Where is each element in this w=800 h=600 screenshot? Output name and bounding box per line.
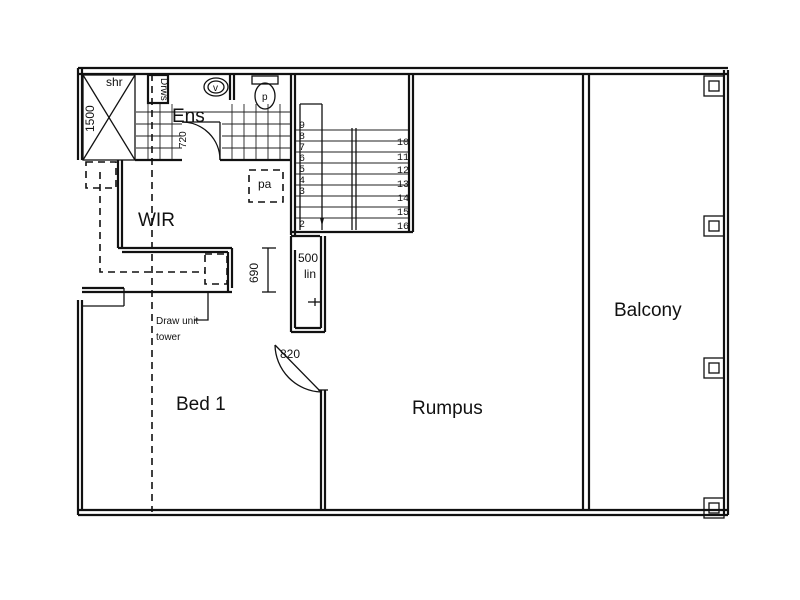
stair-number: 7 [299, 143, 305, 154]
outer-walls [76, 66, 730, 517]
linen-cupboard [289, 236, 327, 334]
dim-shower: 1500 [83, 105, 97, 132]
wir-dimension [262, 247, 276, 293]
note-lin: lin [304, 267, 316, 281]
stair-number: 8 [299, 132, 305, 143]
stair-number: 4 [299, 176, 305, 187]
room-label-rumpus: Rumpus [412, 398, 483, 419]
dim-wir: 690 [247, 263, 261, 283]
label-vanity: v [213, 83, 218, 94]
stair-number: 3 [299, 187, 305, 198]
ensuite-tiles [136, 104, 290, 159]
stair-walls [289, 74, 415, 238]
bed-rumpus-wall [318, 389, 328, 510]
stair-number: 12 [397, 166, 409, 177]
label-toilet: p [262, 92, 268, 103]
stair-number: 16 [397, 222, 409, 233]
wir-walls [82, 160, 234, 307]
label-pantry: pa [258, 177, 272, 191]
dim-bed-door: 820 [280, 347, 300, 361]
room-label-balcony: Balcony [614, 300, 682, 321]
stair-number: 14 [397, 194, 409, 205]
dim-ens-door: 720 [178, 131, 189, 148]
stair-number: 9 [299, 121, 305, 132]
stair-treads [296, 103, 408, 230]
balcony-posts [703, 75, 725, 519]
pantry-box [248, 169, 284, 203]
stair-number: 10 [397, 138, 409, 149]
stair-number: 6 [299, 154, 305, 165]
stair-number: 15 [397, 208, 409, 219]
dim-lin: 500 [298, 251, 318, 265]
room-label-wir: WIR [138, 210, 175, 231]
note-draw-unit: Draw unit [156, 316, 198, 327]
draw-unit-leader [194, 292, 209, 321]
bed-door [274, 344, 322, 393]
balcony-divider [581, 74, 591, 510]
stair-number: 5 [299, 165, 305, 176]
wir-shelving [85, 74, 228, 512]
stair-number: 11 [397, 153, 409, 164]
stair-number: 13 [397, 180, 409, 191]
stair-number: 2 [299, 220, 305, 231]
ensuite [82, 73, 291, 162]
room-label-ens: Ens [172, 106, 205, 127]
label-drws: Drws [158, 78, 169, 101]
note-draw-unit-tower: tower [156, 332, 181, 343]
room-label-bed1: Bed 1 [176, 394, 226, 415]
label-shower: shr [106, 75, 123, 89]
